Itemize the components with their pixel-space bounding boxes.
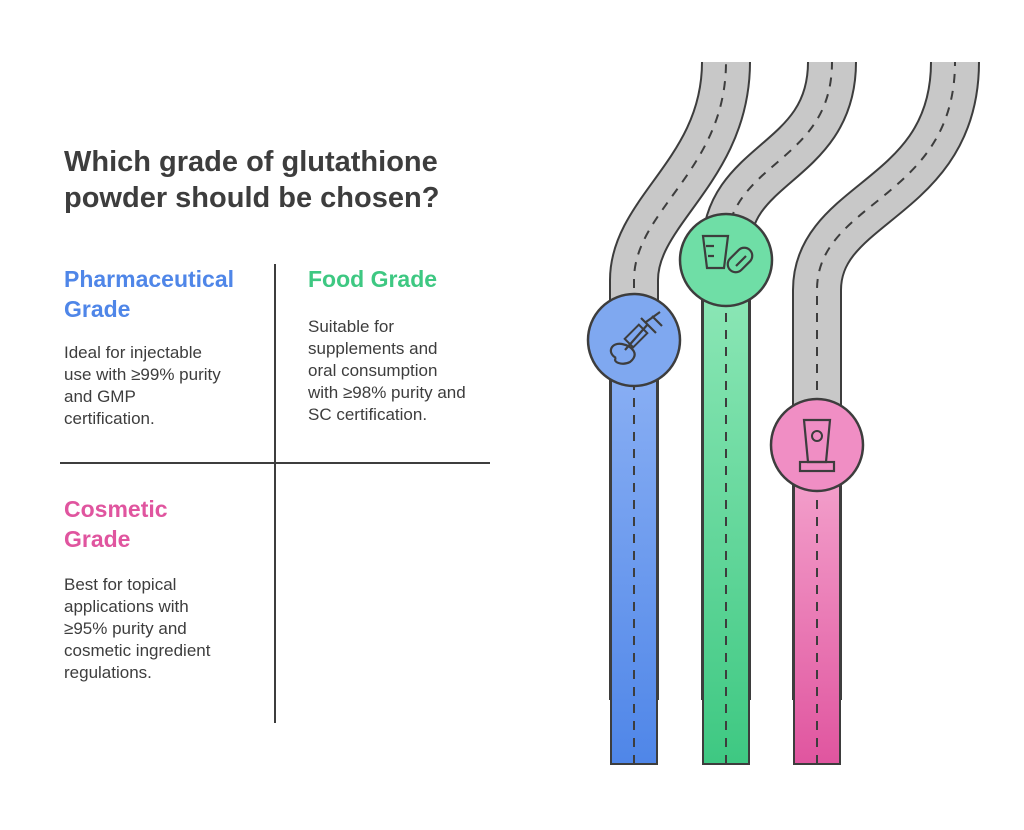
roads-illustration [586, 60, 980, 765]
page-title: Which grade of glutathione powder should… [64, 144, 494, 216]
cosmetic-grade-heading: Cosmetic Grade [64, 494, 168, 554]
pharmaceutical-grade-heading: Pharmaceutical Grade [64, 264, 234, 324]
cosmetic-desc-line: regulations. [64, 663, 152, 682]
quadrant-divider-horizontal [60, 462, 490, 464]
cosmetic-desc-line: applications with [64, 597, 189, 616]
pharmaceutical-road [609, 61, 751, 765]
cream-tube-icon [769, 397, 865, 493]
pharmaceutical-heading-line-2: Grade [64, 296, 131, 322]
pharmaceutical-desc-line: use with ≥99% purity [64, 365, 221, 384]
food-desc-line: SC certification. [308, 405, 428, 424]
cosmetic-heading-line-1: Cosmetic [64, 496, 168, 522]
syringe-icon [586, 292, 682, 388]
pharmaceutical-desc-line: Ideal for injectable [64, 343, 202, 362]
food-heading-line-1: Food Grade [308, 266, 438, 292]
pharmaceutical-desc-line: certification. [64, 409, 155, 428]
title-line-2: powder should be chosen? [64, 182, 440, 214]
food-desc-line: Suitable for [308, 317, 394, 336]
food-grade-heading: Food Grade [308, 264, 437, 294]
food-desc-line: with ≥98% purity and [308, 383, 466, 402]
quadrant-divider-vertical [274, 264, 276, 723]
food-desc-line: oral consumption [308, 361, 438, 380]
cup-and-pill-icon [678, 212, 774, 308]
cosmetic-road [792, 61, 980, 765]
pharmaceutical-grade-description: Ideal for injectable use with ≥99% purit… [64, 342, 221, 430]
pharmaceutical-heading-line-1: Pharmaceutical [64, 266, 235, 292]
cosmetic-desc-line: ≥95% purity and [64, 619, 187, 638]
food-grade-description: Suitable for supplements and oral consum… [308, 316, 466, 426]
food-desc-line: supplements and [308, 339, 438, 358]
cosmetic-desc-line: cosmetic ingredient [64, 641, 211, 660]
pharmaceutical-desc-line: and GMP [64, 387, 136, 406]
cosmetic-heading-line-2: Grade [64, 526, 131, 552]
cosmetic-desc-line: Best for topical [64, 575, 177, 594]
title-line-1: Which grade of glutathione [64, 146, 438, 178]
cosmetic-grade-description: Best for topical applications with ≥95% … [64, 574, 210, 684]
